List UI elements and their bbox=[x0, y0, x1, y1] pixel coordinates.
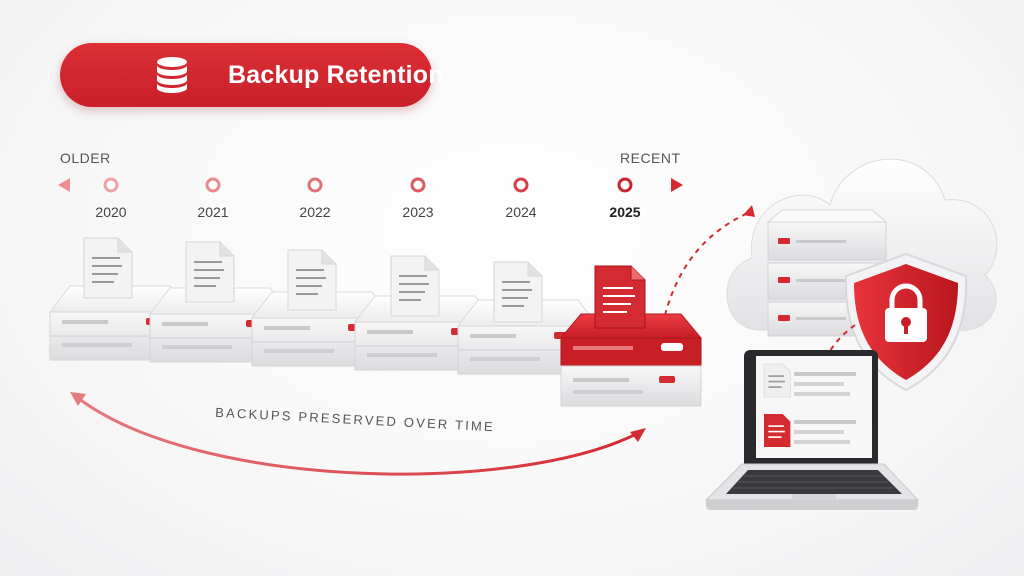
year-label: 2024 bbox=[505, 204, 537, 220]
retention-caption: BACKUPS PRESERVED OVER TIME bbox=[215, 405, 495, 435]
document-icon bbox=[390, 255, 440, 317]
arrow-right-icon bbox=[630, 428, 646, 442]
document-icon bbox=[493, 261, 543, 323]
database-icon bbox=[157, 57, 187, 93]
arrow-right-icon bbox=[671, 178, 683, 192]
document-icon bbox=[594, 265, 646, 329]
backup-box-2025-current bbox=[559, 265, 703, 407]
year-label: 2021 bbox=[197, 204, 229, 220]
page-title: Backup Retention bbox=[228, 61, 444, 89]
document-icon bbox=[83, 237, 133, 299]
year-label: 2023 bbox=[402, 204, 434, 220]
year-label: 2020 bbox=[95, 204, 127, 220]
sync-connector bbox=[664, 211, 751, 316]
timeline bbox=[58, 177, 683, 193]
timeline-node bbox=[205, 177, 221, 193]
arrow-right-icon bbox=[743, 205, 755, 217]
title-badge: Backup Retention bbox=[60, 43, 444, 107]
timeline-node bbox=[513, 177, 529, 193]
document-icon bbox=[185, 241, 235, 303]
older-label: OLDER bbox=[60, 150, 111, 166]
timeline-node bbox=[617, 177, 633, 193]
year-label: 2022 bbox=[299, 204, 331, 220]
year-label-current: 2025 bbox=[609, 204, 641, 220]
timeline-node bbox=[103, 177, 119, 193]
laptop-icon bbox=[704, 350, 920, 510]
timeline-node bbox=[307, 177, 323, 193]
retention-arc: BACKUPS PRESERVED OVER TIME bbox=[70, 392, 646, 476]
recent-label: RECENT bbox=[620, 150, 681, 166]
timeline-node bbox=[410, 177, 426, 193]
arrow-left-icon bbox=[70, 392, 86, 406]
document-icon bbox=[287, 249, 337, 311]
arrow-left-icon bbox=[58, 178, 70, 192]
